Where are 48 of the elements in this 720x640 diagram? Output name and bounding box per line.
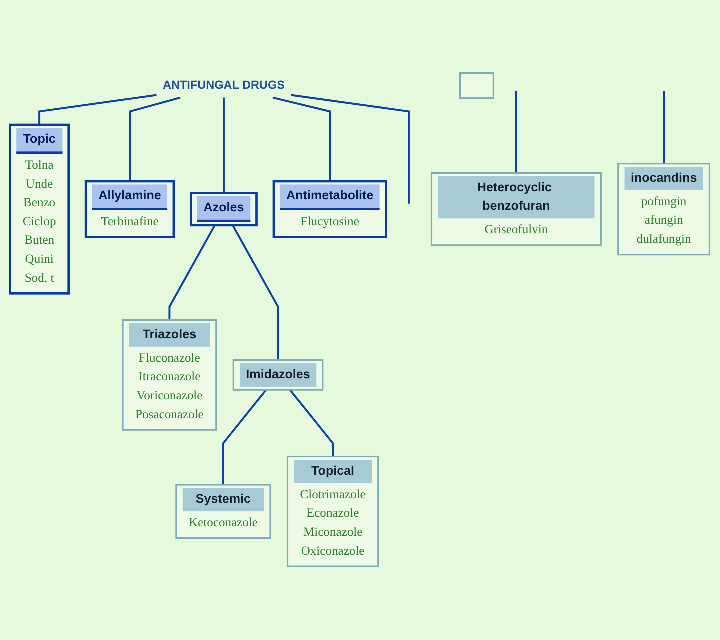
node-label: Benzo [24, 196, 56, 210]
connector-line [129, 96, 181, 182]
node-label: Ciclop [22, 215, 56, 229]
node-label: Voriconazole [136, 389, 203, 403]
connector-line [222, 390, 268, 486]
node-label: Posaconazole [136, 408, 204, 422]
class-box [122, 320, 218, 431]
node-label: Buten [24, 234, 55, 248]
box-heading: Systemic [182, 488, 264, 512]
node-label: Oxiconazole [301, 544, 365, 558]
node-label: Miconazole [303, 526, 363, 540]
connector-line [38, 94, 157, 126]
class-box [430, 172, 602, 246]
box-heading: Antimetabolite [280, 184, 380, 211]
node-label: Econazole [306, 507, 360, 520]
node-label: Sod. t [24, 272, 54, 286]
box-heading: Allylamine [92, 184, 168, 211]
box-heading: Imidazoles [240, 364, 317, 388]
box-heading: Azoles [197, 196, 250, 222]
connector-line [232, 225, 280, 360]
connector-line [168, 225, 216, 320]
box-heading: inocandins [624, 167, 704, 191]
box-heading: Topical [294, 460, 372, 484]
class-box [84, 180, 176, 238]
box-heading: Triazoles [129, 324, 210, 348]
node-label: Itraconazole [138, 370, 201, 384]
node-label: Fluconazole [139, 352, 200, 366]
cut-off-box [459, 72, 494, 100]
class-box [286, 456, 380, 568]
node-label: Clotrimazole [300, 488, 366, 502]
connector-line [272, 96, 332, 182]
connector-line [515, 91, 518, 174]
class-box [618, 163, 710, 256]
class-box [272, 180, 388, 238]
connector-line [291, 94, 410, 204]
class-box [190, 192, 258, 227]
connector-line [223, 98, 225, 194]
connector-line [663, 91, 666, 164]
node-label: Unde [26, 178, 54, 191]
class-box [176, 484, 272, 540]
box-heading: Heterocyclic benzofuran [438, 176, 595, 219]
box-heading: Topic [16, 128, 63, 154]
class-box [9, 124, 70, 295]
connector-line [289, 390, 334, 457]
class-box [232, 360, 324, 391]
node-label: Quini [25, 252, 54, 266]
node-label: Tolna [25, 158, 54, 172]
heading-text: ANTIFUNGAL DRUGS [162, 78, 285, 92]
